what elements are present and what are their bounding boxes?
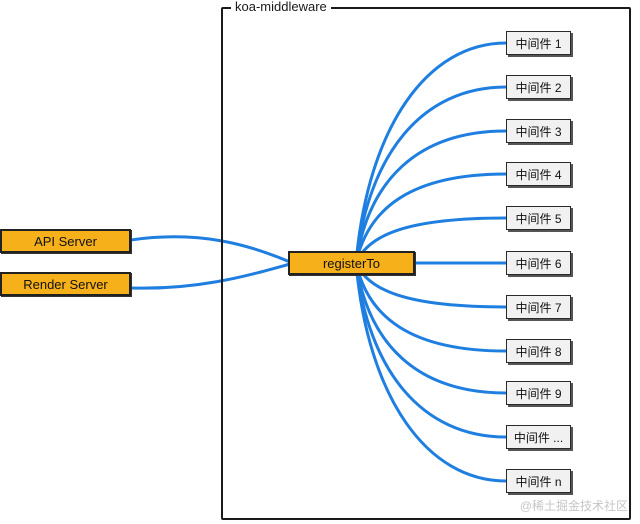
middleware-box: 中间件 6 — [506, 251, 571, 275]
register-to-middleware-connector — [354, 261, 508, 439]
middleware-box: 中间件 4 — [506, 162, 571, 186]
register-to-middleware-connector — [354, 85, 508, 265]
register-to-middleware-connector — [354, 172, 508, 265]
frame-title: koa-middleware — [231, 0, 331, 14]
register-to-box: registerTo — [288, 251, 415, 275]
watermark: @稀土掘金技术社区 — [519, 499, 628, 513]
middleware-box: 中间件 9 — [506, 381, 571, 405]
api-server-box: API Server — [0, 229, 131, 253]
register-to-middleware-connector — [354, 261, 508, 353]
middleware-box: 中间件 ... — [506, 425, 571, 449]
register-to-middleware-connector — [354, 261, 508, 395]
register-to-middleware-connector — [354, 261, 508, 483]
middleware-box: 中间件 1 — [506, 31, 571, 55]
koa-middleware-frame — [221, 7, 631, 520]
render-server-box: Render Server — [0, 272, 131, 296]
middleware-box: 中间件 7 — [506, 295, 571, 319]
middleware-box: 中间件 8 — [506, 339, 571, 363]
middleware-box: 中间件 5 — [506, 206, 571, 230]
middleware-box: 中间件 3 — [506, 119, 571, 143]
middleware-box: 中间件 2 — [506, 75, 571, 99]
register-to-middleware-connector — [354, 129, 508, 265]
middleware-box: 中间件 n — [506, 469, 571, 493]
register-to-middleware-connector — [354, 41, 508, 265]
